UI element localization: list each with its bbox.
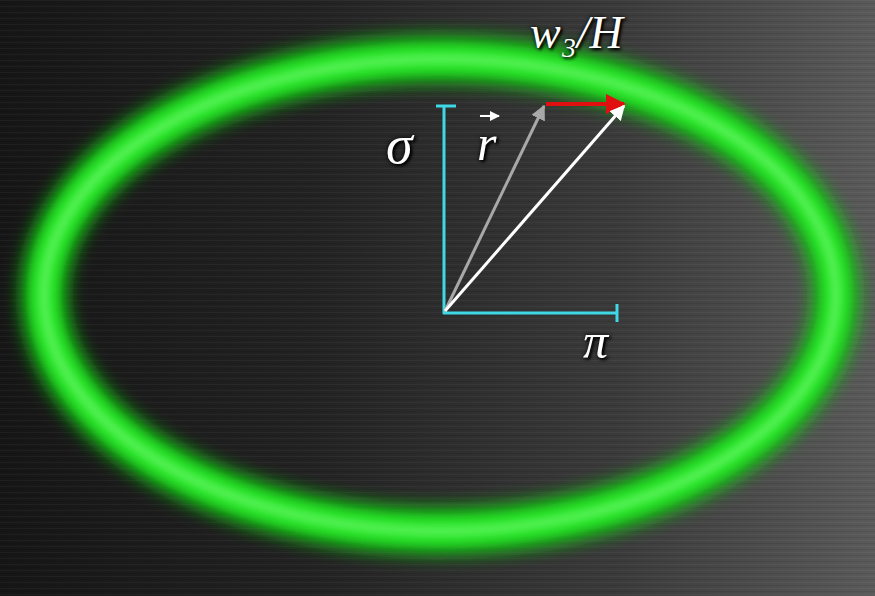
axis-tick — [436, 105, 456, 108]
math-label: w₃/H — [530, 10, 623, 56]
vector-accent — [480, 115, 499, 117]
pi-axis — [443, 312, 617, 315]
math-label: r — [477, 118, 496, 168]
ring-core — [44, 59, 836, 531]
math-label: π — [583, 316, 608, 366]
math-label: σ — [386, 118, 413, 172]
r-vector — [445, 106, 544, 311]
shift-vector — [546, 102, 624, 106]
axis-tick — [616, 304, 619, 322]
sigma-axis — [443, 106, 446, 314]
sum-vector — [445, 106, 624, 311]
ring-glow — [44, 59, 836, 531]
ring-body — [44, 59, 836, 531]
